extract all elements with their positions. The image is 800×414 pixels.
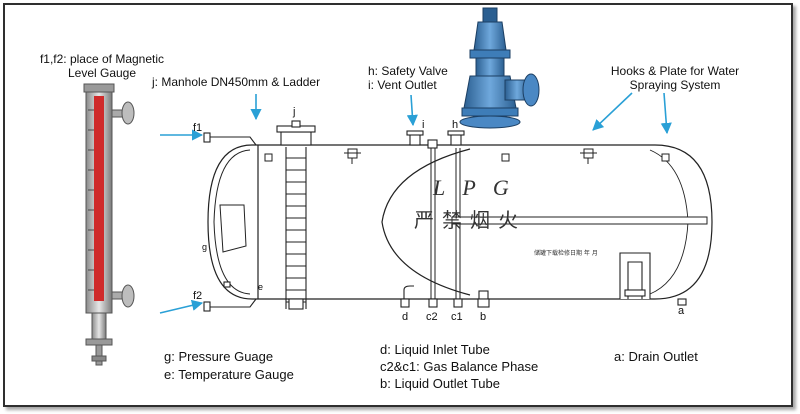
conn-b: b [480,311,487,323]
legend-drain-outlet: a: Drain Outlet [614,349,698,364]
left-gauge-connections [203,132,257,312]
manhole-ladder [276,120,316,309]
tank-warning-text: 严禁烟火 [414,208,526,232]
conn-j: j [293,106,296,118]
tank-lpg-text: L P G [433,175,515,200]
conn-d: d [402,311,409,323]
conn-f1: f1 [193,122,203,134]
legend-pressure-gauge: g: Pressure Guage [164,349,274,364]
saddle-support [619,252,651,299]
legend-liquid-inlet: d: Liquid Inlet Tube [380,342,490,357]
conn-i: i [422,119,425,131]
conn-f2: f2 [193,290,203,302]
label-manhole-ladder: j: Manhole DN450mm & Ladder [152,75,321,89]
outer-frame [3,3,793,407]
bottom-nozzles [223,281,687,310]
label-f1f2-line2: Level Gauge [67,66,137,80]
legend-gas-balance: c2&c1: Gas Balance Phase [380,359,539,374]
top-nozzles [406,130,465,149]
conn-e: e [258,282,264,292]
conn-g: g [202,242,208,252]
legend-liquid-outlet: b: Liquid Outlet Tube [380,376,500,391]
conn-h: h [452,119,459,131]
tank-small-text: 储罐下载检修日期 年 月 [534,250,598,257]
conn-c1: c1 [451,311,463,323]
spray-plates [264,148,670,164]
conn-c2: c2 [426,311,438,323]
conn-a: a [678,305,685,317]
label-safety-valve: h: Safety Valve [368,64,448,78]
legend-temperature-gauge: e: Temperature Gauge [164,367,294,382]
label-f1f2-line1: f1,f2: place of Magnetic [39,52,165,66]
callout-arrows [159,92,672,314]
label-hooks-line1: Hooks & Plate for Water [610,64,740,78]
safety-valve-image [459,7,540,129]
magnetic-level-gauge [83,83,135,366]
label-hooks-line2: Spraying System [629,78,721,92]
gauge-red-column [94,96,104,301]
label-vent-outlet: i: Vent Outlet [368,78,437,92]
tank-stripe [451,216,708,225]
